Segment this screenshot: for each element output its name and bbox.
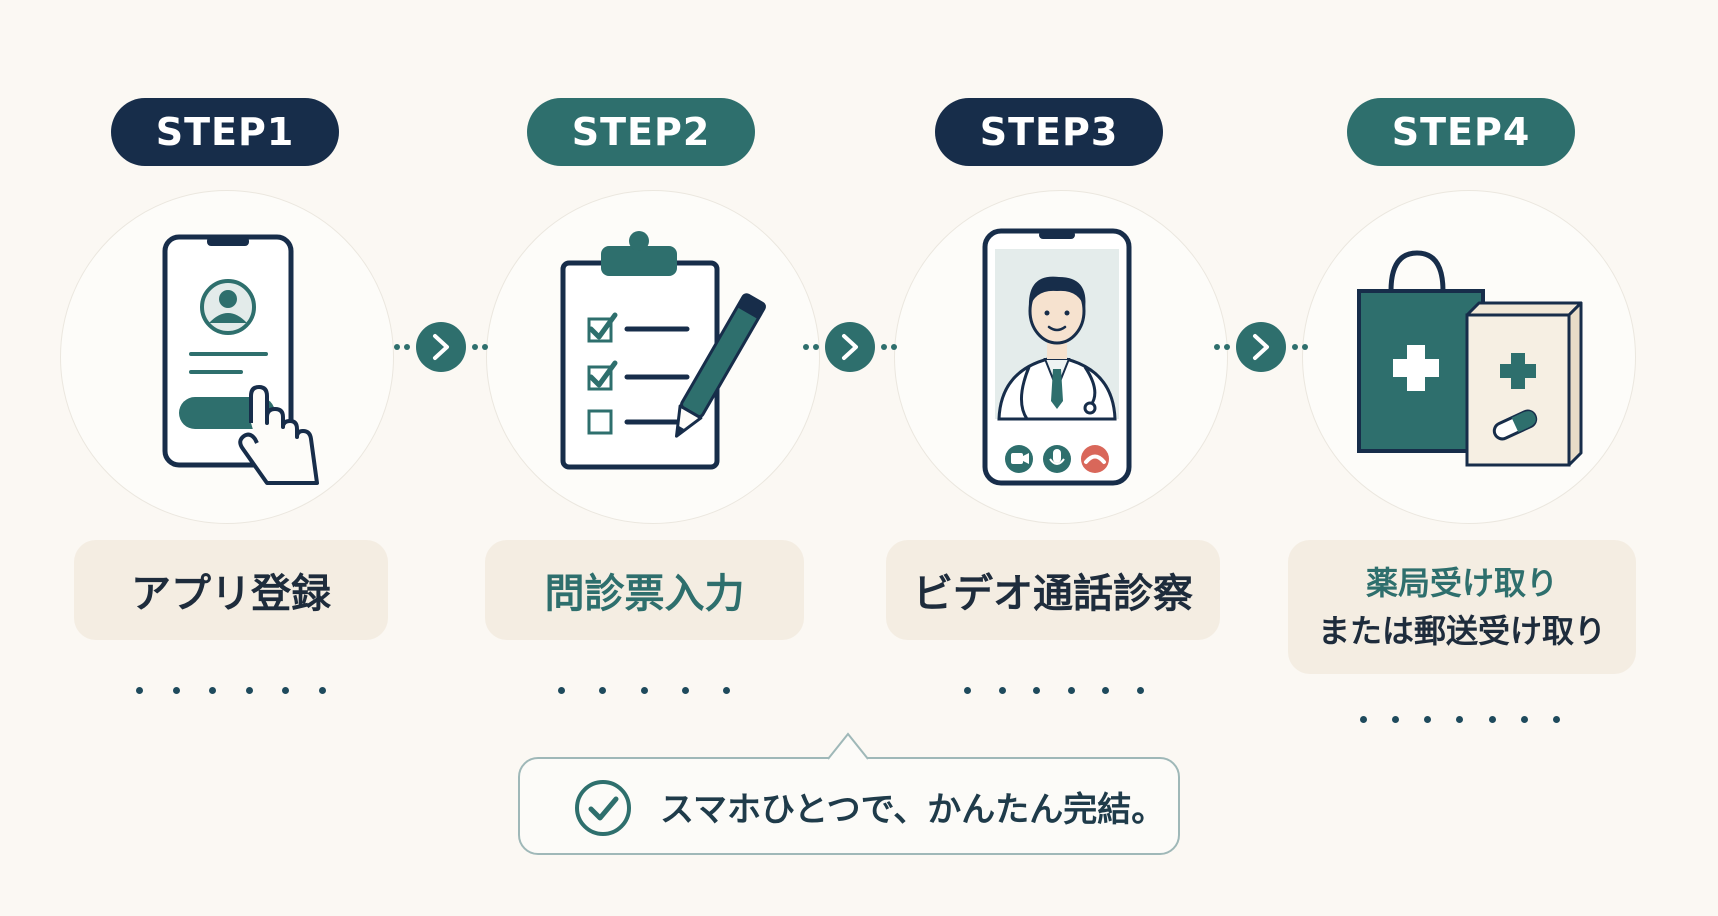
connector-2 [803, 322, 897, 372]
step1-label: アプリ登録 [74, 540, 388, 640]
connector-3 [1214, 322, 1308, 372]
step1-dots [136, 686, 326, 694]
step3-label: ビデオ通話診察 [886, 540, 1220, 640]
step2-label-line: 問診票入力 [544, 571, 745, 617]
callout-tail [828, 732, 868, 760]
connector-1 [394, 322, 488, 372]
step4-label: 薬局受け取り または郵送受け取り [1288, 540, 1636, 674]
step2-label: 問診票入力 [485, 540, 804, 640]
summary-callout: スマホひとつで、かんたん完結。 [518, 757, 1180, 855]
callout-text: スマホひとつで、かんたん完結。 [660, 789, 1166, 830]
step2-dots [558, 686, 730, 694]
clipboard-checklist-icon [560, 231, 766, 470]
step1-badge: STEP1 [111, 98, 339, 166]
step4-label-line-1: 薬局受け取り [1365, 564, 1558, 602]
step3-label-line: ビデオ通話診察 [913, 571, 1193, 617]
step4-label-line-2: または郵送受け取り [1317, 612, 1606, 650]
step4-circle [1302, 190, 1636, 524]
step1-label-line: アプリ登録 [131, 571, 331, 617]
step1-circle [60, 190, 394, 524]
step3-badge: STEP3 [935, 98, 1163, 166]
step2-circle [486, 190, 820, 524]
video-call-doctor-icon [982, 228, 1132, 486]
step4-dots [1360, 715, 1560, 723]
chevron-right-icon [416, 322, 466, 372]
step3-circle [894, 190, 1228, 524]
check-circle-icon [575, 780, 631, 836]
smartphone-register-icon [162, 234, 319, 485]
step3-dots [964, 686, 1144, 694]
chevron-right-icon [1236, 322, 1286, 372]
step2-badge: STEP2 [527, 98, 755, 166]
pharmacy-bag-box-icon [1357, 250, 1583, 467]
chevron-right-icon [825, 322, 875, 372]
step4-badge: STEP4 [1347, 98, 1575, 166]
